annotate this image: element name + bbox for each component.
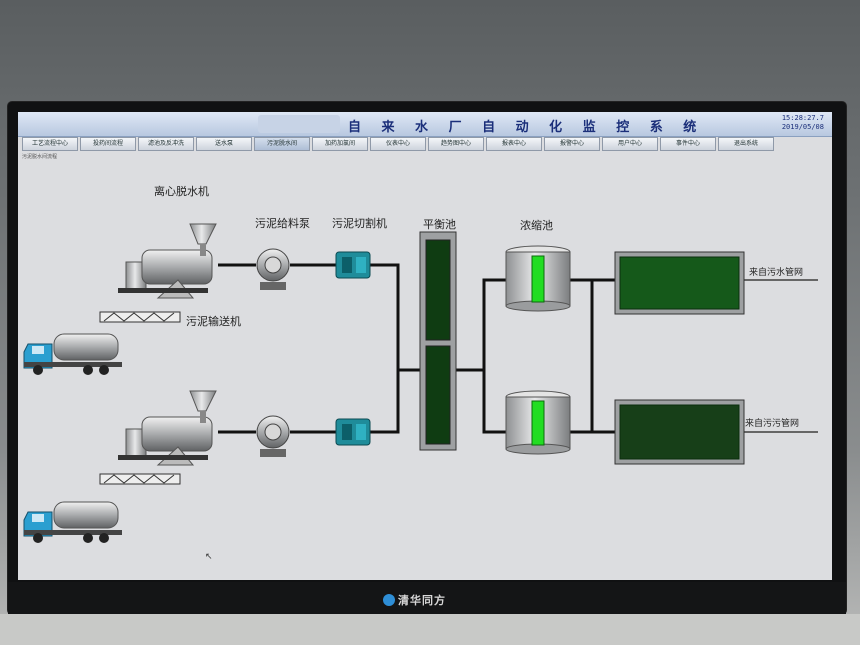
nav-instruments[interactable]: 仪表中心 bbox=[370, 137, 426, 151]
breadcrumb: 污泥脱水间流程 bbox=[22, 154, 58, 160]
monitor-brand: 清华同方 bbox=[398, 594, 446, 607]
thickener-2[interactable] bbox=[505, 390, 571, 455]
sludge-pump-1[interactable] bbox=[256, 248, 290, 290]
label-thickener: 浓缩池 bbox=[520, 219, 553, 232]
nav-users[interactable]: 用户中心 bbox=[602, 137, 658, 151]
monitor-chin bbox=[8, 582, 846, 614]
mouse-cursor-icon: ↖ bbox=[205, 552, 213, 562]
sludge-cutter-2[interactable] bbox=[335, 418, 371, 446]
nav-bar: 工艺流程中心 投药间流程 滤池及反冲洗 送水泵 污泥脱水间 加药加氯间 仪表中心… bbox=[18, 137, 832, 151]
title-bar: 自 来 水 厂 自 动 化 监 控 系 统 15:28:27.7 2019/05… bbox=[18, 112, 832, 137]
sludge-pump-2[interactable] bbox=[256, 415, 290, 457]
blurred-logo bbox=[258, 115, 340, 133]
basin-1[interactable] bbox=[614, 251, 745, 315]
centrifuge-1[interactable] bbox=[118, 223, 217, 299]
nav-dosing[interactable]: 投药间流程 bbox=[80, 137, 136, 151]
scada-screen: 自 来 水 厂 自 动 化 监 控 系 统 15:28:27.7 2019/05… bbox=[18, 112, 832, 580]
sludge-cutter-1[interactable] bbox=[335, 251, 371, 279]
label-balance-tank: 平衡池 bbox=[423, 218, 456, 231]
nav-trends[interactable]: 趋势图中心 bbox=[428, 137, 484, 151]
label-inlet-2: 来自污污管网 bbox=[745, 419, 800, 429]
nav-reports[interactable]: 报表中心 bbox=[486, 137, 542, 151]
clock-time: 15:28:27.7 bbox=[781, 114, 824, 122]
label-centrifuge: 离心脱水机 bbox=[154, 185, 209, 198]
brand-logo-icon bbox=[383, 594, 395, 606]
label-sludge-cutter: 污泥切割机 bbox=[332, 217, 387, 230]
conveyor-1[interactable] bbox=[99, 311, 181, 323]
label-inlet-1: 来自污水管网 bbox=[749, 268, 804, 278]
nav-alarms[interactable]: 报警中心 bbox=[544, 137, 600, 151]
nav-sludge[interactable]: 污泥脱水间 bbox=[254, 137, 310, 151]
nav-exit[interactable]: 退出系统 bbox=[718, 137, 774, 151]
thickener-1[interactable] bbox=[505, 245, 571, 312]
pipes bbox=[218, 263, 818, 434]
nav-filter[interactable]: 滤池及反冲洗 bbox=[138, 137, 194, 151]
nav-events[interactable]: 事件中心 bbox=[660, 137, 716, 151]
tanker-truck-1 bbox=[23, 333, 122, 375]
desk bbox=[0, 614, 860, 645]
nav-pump[interactable]: 送水泵 bbox=[196, 137, 252, 151]
nav-chlorine[interactable]: 加药加氯间 bbox=[312, 137, 368, 151]
process-diagram bbox=[23, 223, 818, 543]
app-title: 自 来 水 厂 自 动 化 监 控 系 统 bbox=[348, 120, 705, 135]
tanker-truck-2 bbox=[23, 501, 122, 543]
clock-date: 2019/05/08 bbox=[781, 123, 824, 131]
conveyor-2[interactable] bbox=[99, 473, 181, 485]
basin-2[interactable] bbox=[614, 399, 745, 465]
balance-tank[interactable] bbox=[419, 231, 457, 451]
nav-process-center[interactable]: 工艺流程中心 bbox=[22, 137, 78, 151]
clock: 15:28:27.7 2019/05/08 bbox=[782, 114, 824, 132]
centrifuge-2[interactable] bbox=[118, 390, 217, 466]
label-sludge-pump: 污泥给料泵 bbox=[255, 217, 310, 230]
label-conveyor: 污泥输送机 bbox=[186, 315, 241, 328]
